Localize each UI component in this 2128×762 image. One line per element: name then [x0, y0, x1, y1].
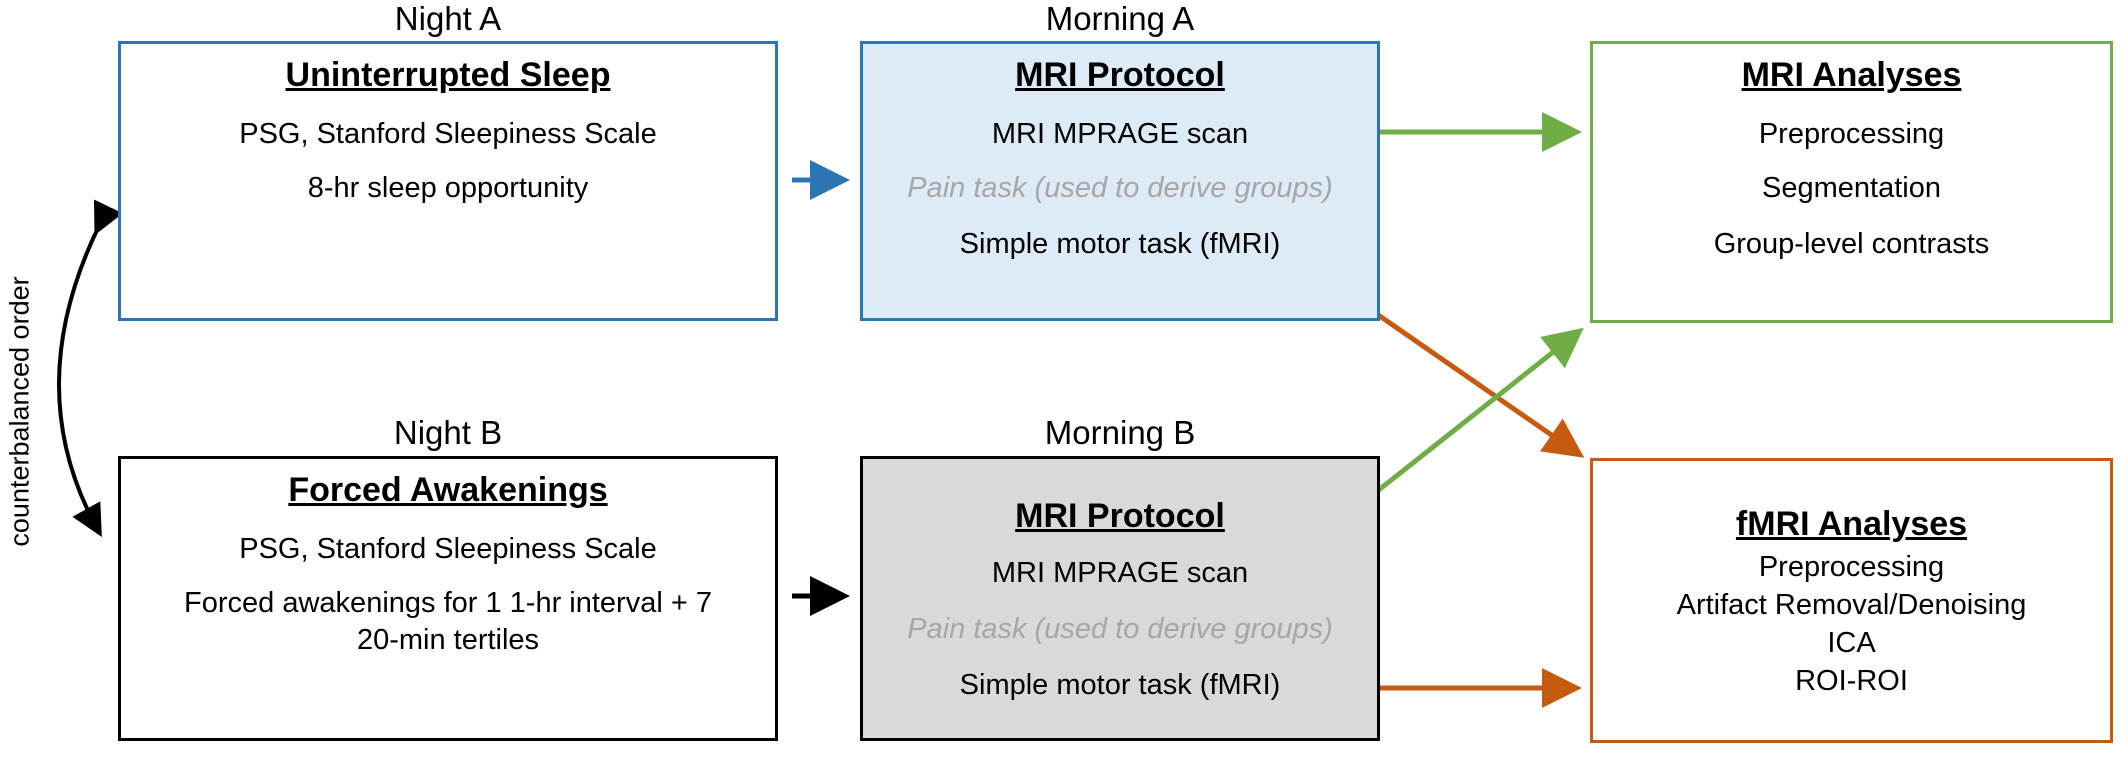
morning-a-item1: MRI MPRAGE scan: [991, 118, 1249, 150]
morning-b-item2: Pain task (used to derive groups): [907, 613, 1333, 645]
night-b-title: Forced Awakenings: [288, 471, 608, 509]
morning-b-title: MRI Protocol: [1015, 497, 1225, 535]
night-a-title: Uninterrupted Sleep: [285, 56, 611, 94]
fmri-analyses-box: fMRI Analyses Preprocessing Artifact Rem…: [1590, 458, 2113, 743]
night-b-line1: PSG, Stanford Sleepiness Scale: [239, 533, 657, 565]
fmri-analyses-item4: ROI-ROI: [1795, 665, 1908, 697]
morning-a-item2: Pain task (used to derive groups): [907, 172, 1333, 204]
night-a-line1: PSG, Stanford Sleepiness Scale: [239, 118, 657, 150]
fmri-analyses-item3: ICA: [1827, 627, 1876, 659]
night-b-box: Forced Awakenings PSG, Stanford Sleepine…: [118, 456, 778, 741]
mri-analyses-item3: Group-level contrasts: [1713, 228, 1990, 260]
night-a-line2: 8-hr sleep opportunity: [307, 172, 589, 204]
night-a-header: Night A: [394, 0, 502, 37]
fmri-analyses-title: fMRI Analyses: [1735, 505, 1968, 543]
morning-b-item1: MRI MPRAGE scan: [991, 557, 1249, 589]
morning-a-box: MRI Protocol MRI MPRAGE scan Pain task (…: [860, 41, 1380, 321]
morning-b-header: Morning B: [1044, 414, 1196, 451]
mri-analyses-title: MRI Analyses: [1741, 56, 1962, 94]
night-b-header: Night B: [393, 414, 503, 451]
night-a-box: Uninterrupted Sleep PSG, Stanford Sleepi…: [118, 41, 778, 321]
night-b-line3: 20-min tertiles: [356, 624, 540, 656]
morning-b-item3: Simple motor task (fMRI): [959, 669, 1281, 701]
mri-analyses-item2: Segmentation: [1762, 172, 1941, 204]
morning-a-header: Morning A: [1045, 0, 1195, 37]
night-b-line2: Forced awakenings for 1 1-hr interval + …: [184, 587, 712, 619]
morning-a-title: MRI Protocol: [1015, 56, 1225, 94]
mri-analyses-item1: Preprocessing: [1758, 118, 1945, 150]
morning-b-box: MRI Protocol MRI MPRAGE scan Pain task (…: [860, 456, 1380, 741]
morning-a-item3: Simple motor task (fMRI): [959, 228, 1281, 260]
fmri-analyses-item1: Preprocessing: [1758, 551, 1945, 583]
fmri-analyses-item2: Artifact Removal/Denoising: [1676, 589, 2027, 621]
counterbalance-arrow: [57, 199, 123, 537]
mri-analyses-box: MRI Analyses Preprocessing Segmentation …: [1590, 41, 2113, 323]
counterbalanced-order-label: counterbalanced order: [4, 276, 35, 547]
